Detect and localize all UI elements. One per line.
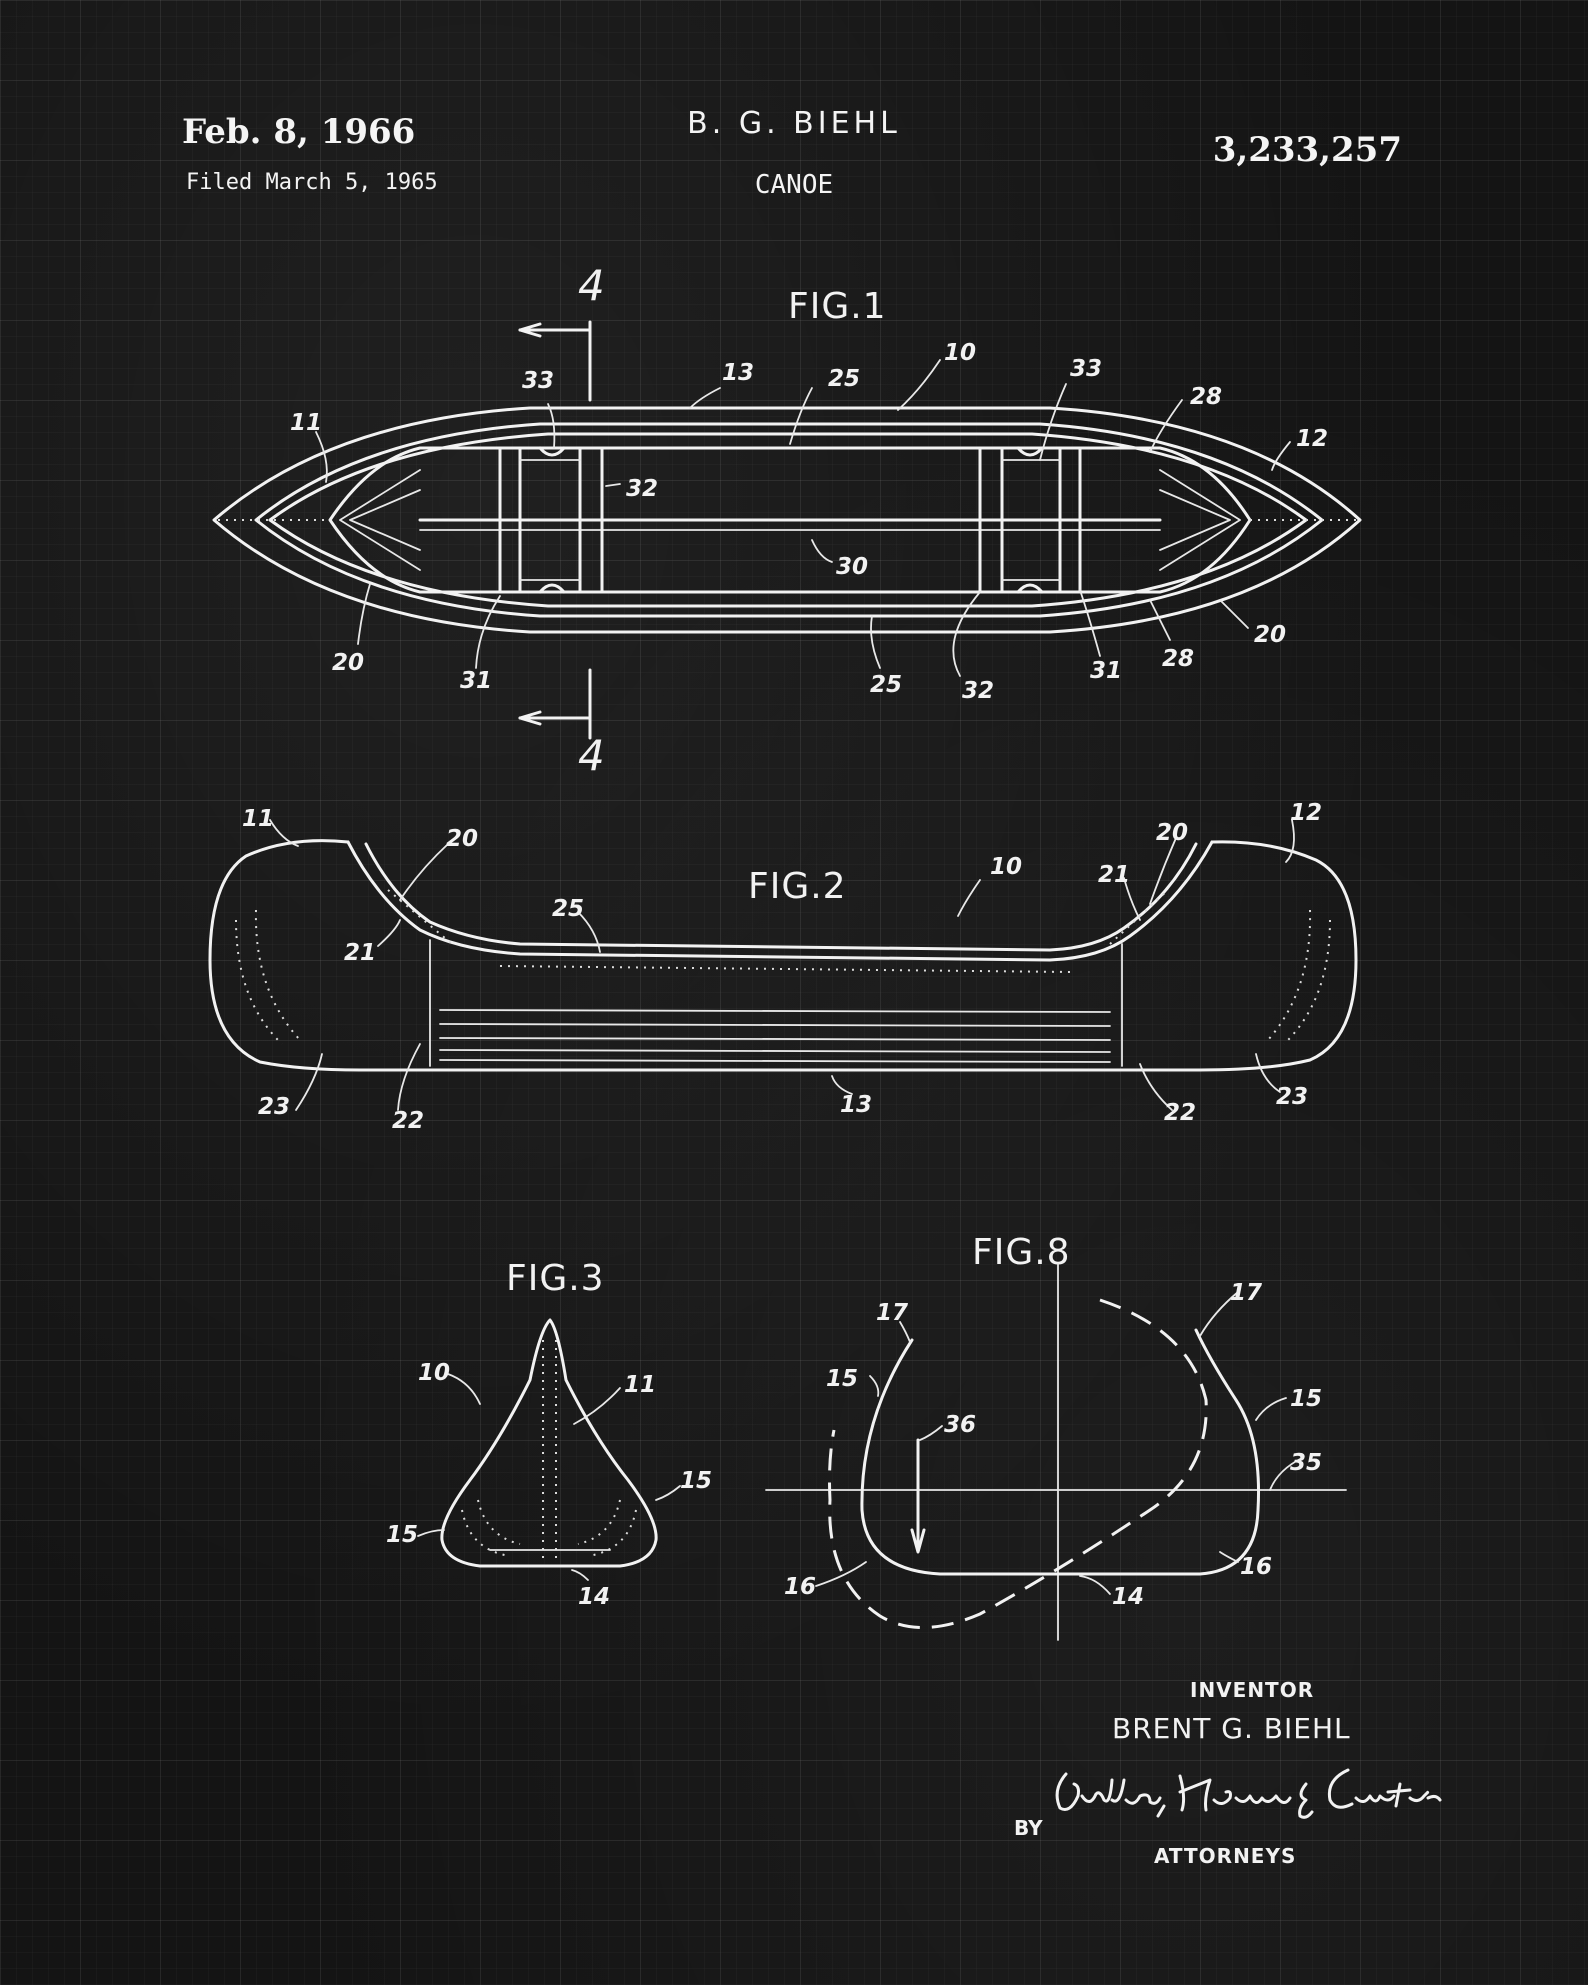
fig1-ref-28b: 28 (1162, 646, 1194, 672)
attorneys-label: ATTORNEYS (1154, 1844, 1297, 1868)
fig8-label: FIG.8 (972, 1232, 1071, 1273)
fig8-ref-17b: 17 (1230, 1280, 1262, 1306)
fig2-ref-23b: 23 (1276, 1084, 1308, 1110)
fig1-ref-33b: 33 (1070, 356, 1102, 382)
fig2-ref-25: 25 (552, 896, 584, 922)
section-mark-top: 4 (578, 261, 605, 310)
fig3-ref-15b: 15 (386, 1522, 418, 1548)
fig2-ref-10: 10 (990, 854, 1022, 880)
fig1-ref-31a: 31 (460, 668, 492, 694)
fig1-ref-11: 11 (290, 410, 322, 436)
fig8-ref-36: 36 (944, 1412, 976, 1438)
patent-title: CANOE (754, 170, 834, 200)
fig1-ref-12: 12 (1296, 426, 1328, 452)
fig8-ref-16b: 16 (1240, 1554, 1272, 1580)
fig1-ref-28a: 28 (1190, 384, 1222, 410)
fig2-ref-21a: 21 (344, 940, 376, 966)
fig3-label: FIG.3 (506, 1258, 605, 1299)
figure-2: FIG.2 (208, 800, 1358, 1134)
fig2-ref-23a: 23 (258, 1094, 290, 1120)
fig3-ref-11: 11 (624, 1372, 656, 1398)
inventor-label: INVENTOR (1190, 1678, 1315, 1702)
fig2-ref-12: 12 (1290, 800, 1322, 826)
fig1-ref-25b: 25 (870, 672, 902, 698)
fig2-ref-20a: 20 (446, 826, 478, 852)
fig1-ref-33a: 33 (522, 368, 554, 394)
fig1-ref-32b: 32 (962, 678, 994, 704)
fig1-ref-25a: 25 (828, 366, 860, 392)
fig8-ref-15a: 15 (826, 1366, 858, 1392)
figure-1: FIG.1 (212, 261, 1362, 780)
fig3-ref-14: 14 (578, 1584, 610, 1610)
filed-date: Filed March 5, 1965 (186, 170, 438, 195)
fig8-ref-16a: 16 (784, 1574, 816, 1600)
attorney-signature (1055, 1768, 1442, 1819)
fig2-ref-21b: 21 (1098, 862, 1130, 888)
inventor-full-name: BRENT G. BIEHL (1112, 1712, 1351, 1745)
figure-8: FIG.8 17 17 15 36 15 35 (765, 1232, 1347, 1641)
fig1-ref-30: 30 (836, 554, 868, 580)
fig2-ref-13: 13 (840, 1092, 872, 1118)
inventor-header: B. G. BIEHL (687, 106, 901, 141)
patent-date: Feb. 8, 1966 (182, 112, 416, 152)
fig1-ref-20a: 20 (332, 650, 364, 676)
fig1-label: FIG.1 (788, 286, 887, 327)
fig8-ref-17a: 17 (876, 1300, 908, 1326)
fig1-ref-32a: 32 (626, 476, 658, 502)
fig2-ref-11: 11 (242, 806, 274, 832)
fig8-ref-35: 35 (1290, 1450, 1322, 1476)
fig2-label: FIG.2 (748, 866, 847, 907)
fig1-ref-20b: 20 (1254, 622, 1286, 648)
fig2-ref-20b: 20 (1156, 820, 1188, 846)
figure-3: FIG.3 10 11 15 15 14 (386, 1258, 712, 1610)
fig1-ref-31b: 31 (1090, 658, 1122, 684)
fig1-ref-13: 13 (722, 360, 754, 386)
by-label: BY (1014, 1816, 1043, 1840)
fig8-ref-14: 14 (1112, 1584, 1144, 1610)
fig2-ref-22a: 22 (392, 1108, 424, 1134)
section-mark-bottom: 4 (578, 731, 605, 780)
fig3-ref-10: 10 (418, 1360, 450, 1386)
fig3-ref-15a: 15 (680, 1468, 712, 1494)
fig2-ref-22b: 22 (1164, 1100, 1196, 1126)
fig8-ref-15b: 15 (1290, 1386, 1322, 1412)
patent-number: 3,233,257 (1212, 130, 1402, 170)
fig1-ref-10: 10 (944, 340, 976, 366)
